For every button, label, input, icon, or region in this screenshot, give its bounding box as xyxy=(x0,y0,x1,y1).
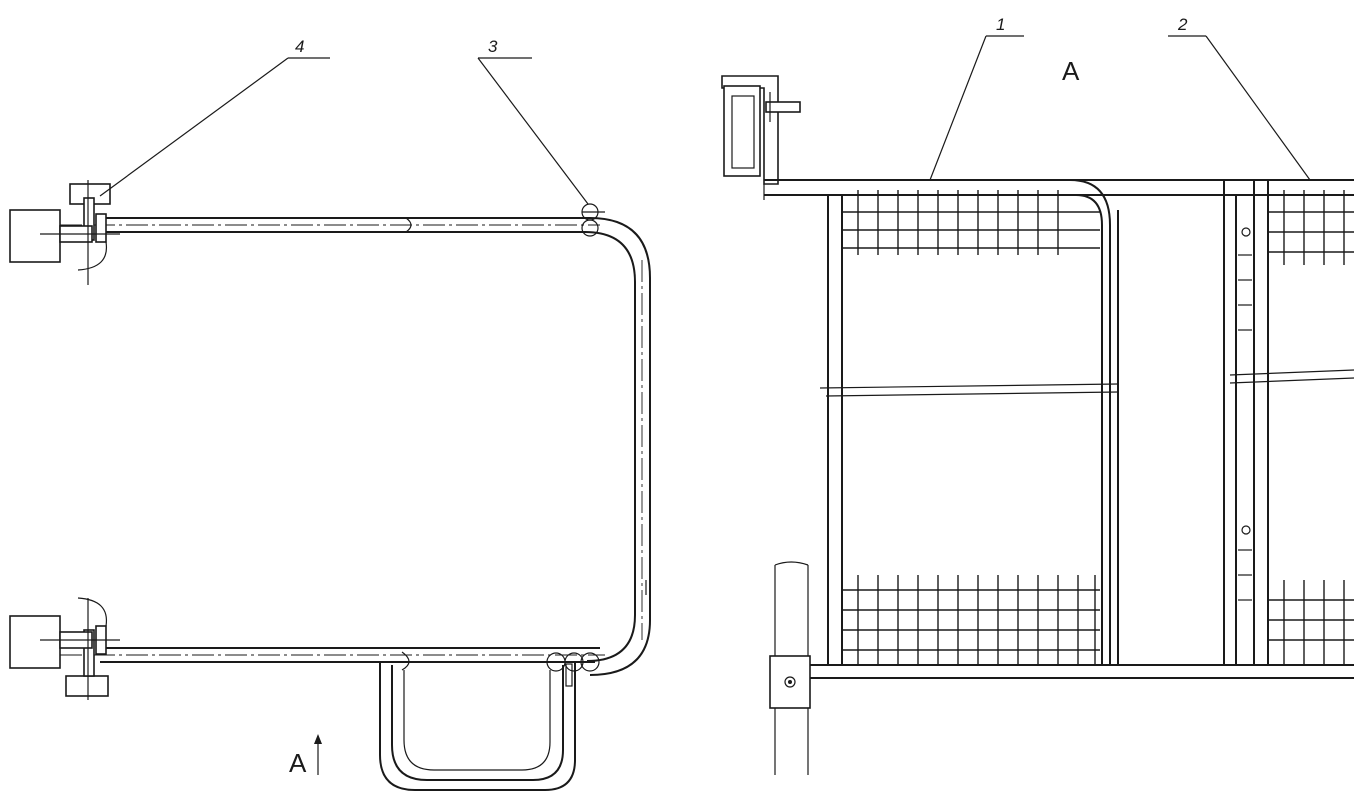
elevation-bracket-top xyxy=(721,75,801,200)
plan-u-handle xyxy=(379,651,576,791)
elevation-mesh-upper xyxy=(842,190,1100,255)
view-a-title: A xyxy=(1062,56,1080,86)
elevation-panel-left xyxy=(819,179,1119,665)
plan-view xyxy=(9,180,651,791)
elevation-post-bottom xyxy=(769,561,811,775)
elevation-connector xyxy=(1223,180,1354,665)
plan-clamp-top xyxy=(9,180,120,285)
view-arrow xyxy=(314,734,322,775)
elevation-view xyxy=(721,75,1354,775)
elevation-bottom-rail xyxy=(808,664,1354,679)
plan-bottom-rail xyxy=(60,647,605,663)
elevation-panel-right xyxy=(1268,190,1354,665)
callout-4: 4 xyxy=(295,37,305,56)
plan-clamp-bottom xyxy=(9,597,120,700)
callout-3: 3 xyxy=(488,37,498,56)
plan-right-rail xyxy=(584,217,651,676)
callout-2: 2 xyxy=(1178,15,1188,34)
elevation-mesh-lower xyxy=(842,575,1100,665)
view-a-arrow-label: A xyxy=(289,748,307,778)
plan-joints xyxy=(546,203,605,687)
elevation-top-rail xyxy=(764,179,1354,196)
leader-lines xyxy=(99,35,1311,205)
callout-1: 1 xyxy=(996,15,1006,34)
plan-top-rail xyxy=(60,217,600,233)
